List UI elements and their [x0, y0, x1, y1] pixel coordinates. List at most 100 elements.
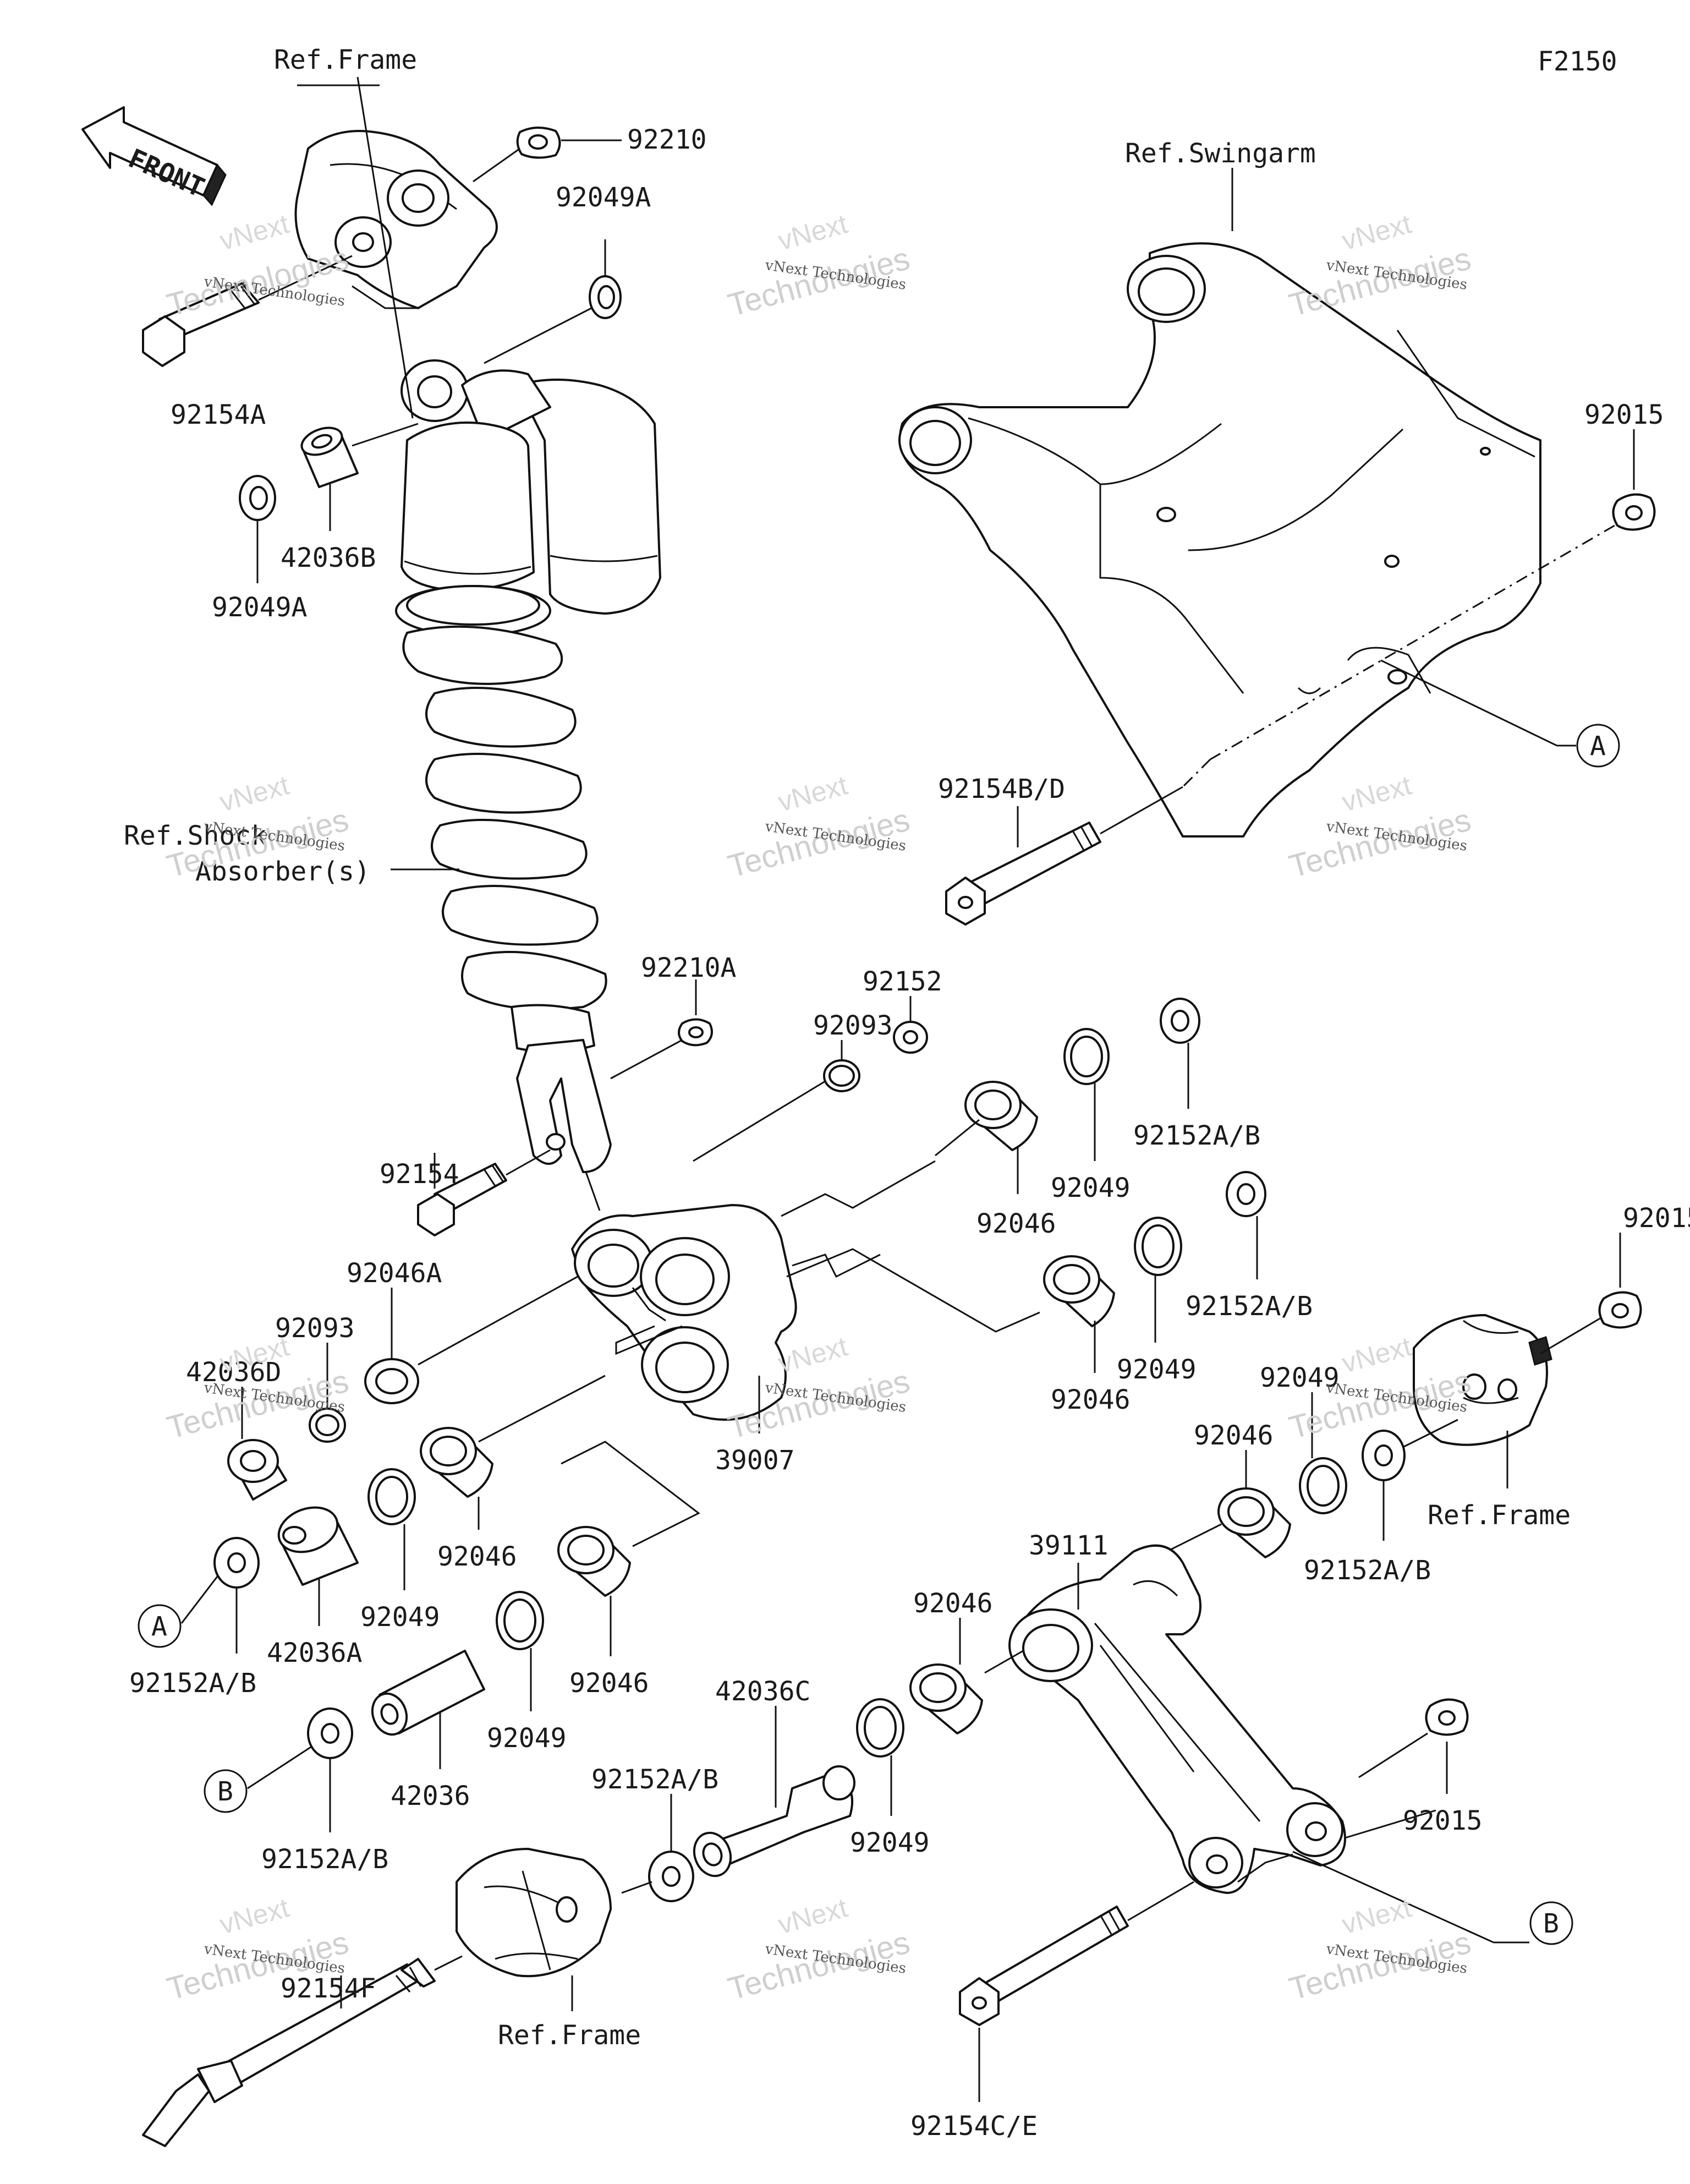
part-label-92049a-left: 92049A: [212, 592, 307, 623]
collar-42036: [371, 1650, 485, 1736]
callout-b-left-label: B: [217, 1776, 233, 1807]
svg-text:vNext: vNext: [1338, 1892, 1414, 1940]
shock-absorber: [395, 359, 661, 1173]
part-label-92152ab-lower: 92152A/B: [591, 1764, 718, 1795]
front-arrow-icon: FRONT: [81, 106, 227, 206]
svg-text:vNext: vNext: [775, 1331, 851, 1378]
bolt-92154ce: [959, 1906, 1129, 2026]
washer-92152ab-left: [213, 1537, 260, 1589]
collar-42036b: [300, 426, 359, 488]
callout-b-left: [204, 1769, 248, 1813]
callout-b-right-label: B: [1543, 1908, 1559, 1939]
seal-92049-top: [1063, 1028, 1110, 1085]
diagram-code: F2150: [1538, 46, 1617, 77]
washer-92152ab-second: [1226, 1171, 1266, 1217]
collar-42036a: [277, 1506, 359, 1586]
bearing-92046-center: [557, 1526, 631, 1597]
part-label-92093-left: 92093: [275, 1313, 355, 1344]
callout-a-left: [138, 1604, 182, 1648]
part-label-42036b: 42036B: [281, 543, 376, 573]
bearing-92046a: [364, 1358, 419, 1404]
watermark: vNext Technologies vNext Technologies: [1286, 769, 1475, 884]
part-label-92210a: 92210A: [641, 953, 736, 983]
part-label-92046a: 92046A: [347, 1258, 442, 1289]
ref-shock-line2: Absorber(s): [195, 856, 370, 887]
svg-text:vNext: vNext: [1338, 769, 1414, 817]
nut-92015-mid: [1598, 1291, 1642, 1329]
watermark: vNext Technologies vNext Technologies: [1286, 208, 1475, 323]
callout-a-right-label: A: [1590, 731, 1606, 762]
svg-text:vNext: vNext: [775, 769, 851, 817]
nut-92015-top: [1612, 493, 1656, 531]
nut-92015-lower: [1425, 1698, 1469, 1736]
washer-92049a-top: [589, 275, 622, 319]
part-label-92093-top: 92093: [813, 1010, 893, 1041]
washer-92152ab-right: [1362, 1430, 1406, 1481]
bearing-92046-second: [1043, 1255, 1115, 1327]
washer-92049a-left: [239, 475, 276, 521]
seal-92093-top: [823, 1059, 860, 1092]
bolt-92154bd: [945, 822, 1101, 926]
ref-frame-right-label: Ref.Frame: [1428, 1500, 1571, 1531]
washer-92152ab-b-left: [307, 1707, 353, 1759]
part-label-92046-leftmid: 92046: [437, 1541, 517, 1572]
washer-92152ab-lower: [648, 1851, 694, 1902]
part-label-39007: 39007: [715, 1445, 795, 1476]
collar-42036d: [227, 1439, 287, 1501]
part-label-92154a: 92154A: [171, 399, 266, 430]
seal-92049-lower: [856, 1698, 904, 1758]
part-label-92049-leftmid: 92049: [360, 1602, 440, 1633]
part-label-92046-center: 92046: [569, 1668, 649, 1699]
callout-b-right: [1529, 1901, 1573, 1945]
watermark: vNext Technologies vNext Technologies: [725, 1892, 914, 2007]
part-label-92046-lower: 92046: [913, 1588, 993, 1619]
part-label-92152ab-left: 92152A/B: [129, 1668, 256, 1699]
bolt-92154a: [142, 282, 260, 367]
rocker-arm-39007: [571, 1204, 797, 1421]
washer-92152ab-top: [1160, 998, 1200, 1044]
washer-92152: [893, 1021, 928, 1054]
bearing-92046-right: [1217, 1487, 1291, 1558]
right-frame-bracket: [1413, 1314, 1552, 1446]
svg-text:vNext: vNext: [775, 1892, 851, 1940]
bolt-92154f: [142, 1958, 436, 2147]
part-label-92015-lower: 92015: [1403, 1805, 1483, 1836]
part-label-92046-second: 92046: [1051, 1384, 1131, 1415]
part-label-92049-top: 92049: [1051, 1173, 1131, 1203]
bolt-92154: [417, 1163, 507, 1236]
bearing-92046-top: [964, 1081, 1038, 1151]
seal-92049-center: [496, 1591, 544, 1650]
part-label-42036d: 42036D: [186, 1357, 281, 1388]
upper-frame-bracket: [294, 130, 498, 309]
svg-text:vNext: vNext: [216, 208, 292, 256]
svg-text:vNext: vNext: [216, 1892, 292, 1940]
svg-text:vNext: vNext: [216, 769, 292, 817]
ref-frame-top-label: Ref.Frame: [274, 45, 417, 75]
lower-frame-bracket: [456, 1848, 612, 1978]
nut-92210: [516, 126, 561, 159]
part-label-92152ab-b-left: 92152A/B: [261, 1844, 388, 1875]
part-label-92049-center: 92049: [487, 1723, 567, 1754]
part-label-42036c: 42036C: [715, 1676, 810, 1707]
part-label-92154bd: 92154B/D: [938, 774, 1065, 804]
part-label-92015-top: 92015: [1584, 399, 1664, 430]
bearing-92046-leftmid: [420, 1427, 493, 1498]
ref-frame-lower-label: Ref.Frame: [498, 2020, 641, 2051]
part-label-92152: 92152: [863, 966, 942, 997]
nut-92210a: [678, 1018, 713, 1047]
watermark: vNext Technologies vNext Technologies: [725, 769, 914, 884]
ref-swingarm-label: Ref.Swingarm: [1125, 138, 1316, 169]
bearing-92046-lower: [909, 1663, 983, 1734]
seal-92049-right: [1299, 1457, 1347, 1514]
part-label-92154: 92154: [380, 1159, 459, 1190]
part-label-92049-right: 92049: [1260, 1362, 1340, 1393]
part-label-42036: 42036: [391, 1781, 470, 1811]
callout-a-right: [1576, 724, 1620, 768]
seal-92049-leftmid: [367, 1468, 416, 1525]
part-label-92046-right: 92046: [1194, 1420, 1274, 1451]
part-label-92049a-top: 92049A: [556, 182, 651, 213]
part-label-92154f: 92154F: [281, 1973, 376, 2004]
part-label-39111: 39111: [1029, 1530, 1109, 1561]
part-label-92046-top: 92046: [976, 1208, 1056, 1239]
